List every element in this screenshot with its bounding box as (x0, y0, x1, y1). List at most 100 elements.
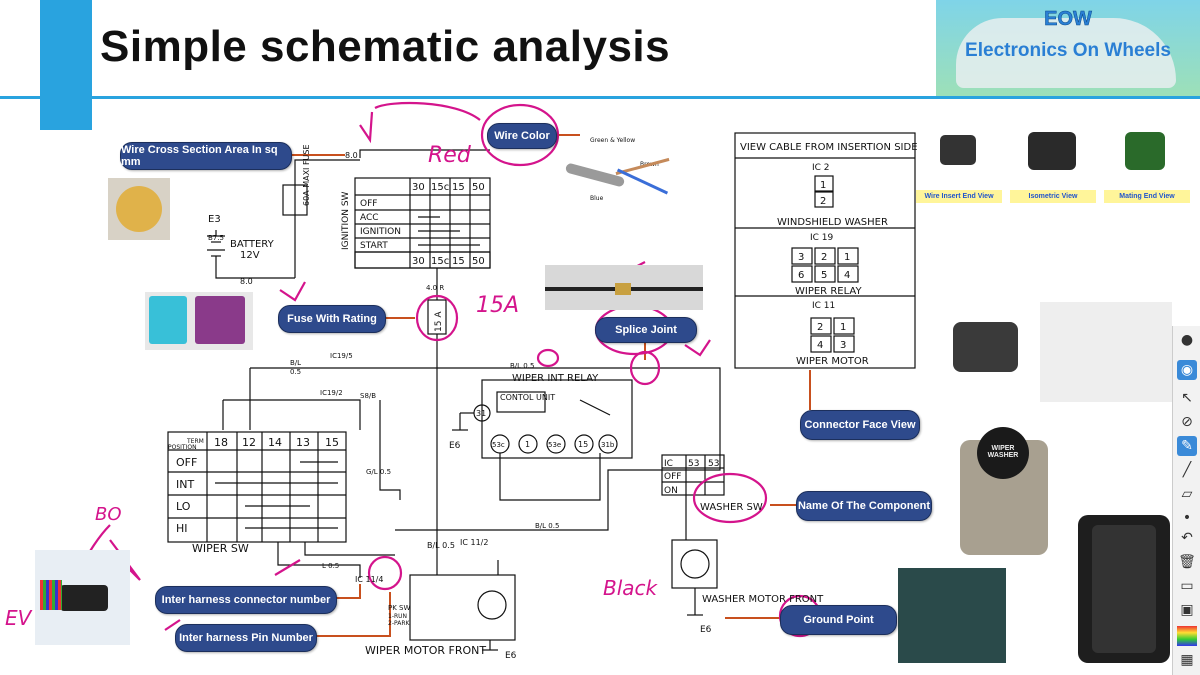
ign-pos-off: OFF (360, 199, 377, 209)
dot-icon[interactable]: • (1182, 510, 1192, 526)
wire-photo (560, 135, 680, 220)
ign-term-30: 30 (412, 182, 425, 193)
ic11-pin-2: 2 (817, 322, 823, 333)
ic11-pin-3: 3 (840, 340, 846, 351)
washer-term-53a: 53 (688, 459, 699, 469)
ic2-name: WINDSHIELD WASHER (777, 217, 888, 228)
pk-pos-2: 2-PARK (388, 620, 410, 627)
callout-inter-harness-pin-number: Inter harness Pin Number (175, 624, 317, 652)
wire-cross-section-photo (108, 178, 170, 240)
relay-pin-53e: 53e (548, 441, 561, 449)
line-icon[interactable]: ╱ (1182, 462, 1192, 478)
ignition-sw-label: IGNITION SW (341, 191, 351, 250)
relay-pin-15: 15 (578, 440, 588, 449)
connector-wire-insert-end (935, 120, 980, 170)
wiper-pos-off: OFF (176, 456, 197, 469)
svg-text:IC: IC (664, 459, 673, 469)
cursor-icon[interactable]: ↖ (1181, 390, 1193, 406)
washer-motor-label: WASHER MOTOR FRONT (702, 594, 824, 605)
callout-fuse-with-rating: Fuse With Rating (278, 305, 386, 333)
ign-term-50-b: 50 (472, 256, 485, 267)
svg-text:B/L 0.5: B/L 0.5 (510, 362, 534, 370)
relay-pin-31b: 31b (601, 441, 615, 449)
washer-motor-ground: E6 (700, 625, 712, 635)
wiper-motor-ground: E6 (505, 651, 517, 661)
svg-text:G/L 0.5: G/L 0.5 (366, 468, 391, 476)
svg-text:IC19/5: IC19/5 (330, 352, 353, 360)
wire-label-green-yellow: Green & Yellow (590, 137, 635, 144)
wiper-motor-label: WIPER MOTOR FRONT (365, 644, 486, 657)
ic11-pin-4: 4 (817, 340, 823, 351)
ic11-name: WIPER MOTOR (796, 356, 869, 367)
ic2-pin-1: 1 (820, 180, 826, 191)
whiteboard-icon[interactable]: ▭ (1180, 578, 1194, 594)
handwritten-15a: 15A (476, 293, 519, 318)
ign-term-15: 15 (452, 182, 465, 193)
relay-pin-53c: 53c (492, 441, 505, 449)
svg-text:IC 11/4: IC 11/4 (355, 575, 383, 584)
svg-text:8.0: 8.0 (240, 277, 253, 286)
ic2-pin-2: 2 (820, 196, 826, 207)
handwritten-bo: BO (95, 504, 122, 525)
handwritten-black: Black (603, 576, 659, 600)
splice-joint-photo (545, 265, 703, 310)
washer-term-53b: 53 (708, 459, 719, 469)
ic19-pin-2: 2 (821, 252, 827, 263)
callout-inter-harness-connector-number: Inter harness connector number (155, 586, 337, 614)
callout-ground-point: Ground Point (780, 605, 897, 635)
undo-icon[interactable]: ↶ (1181, 530, 1193, 546)
svg-text:E6: E6 (449, 441, 461, 451)
ic19-pin-5: 5 (821, 270, 827, 281)
title-accent-bar (40, 0, 92, 130)
handwritten-ev: EV (5, 606, 33, 630)
color-palette-icon[interactable] (1177, 626, 1197, 646)
grid-icon[interactable]: ▦ (1180, 652, 1194, 668)
callout-connector-face-view: Connector Face View (800, 410, 920, 440)
eow-logo: EOW Electronics On Wheels (936, 0, 1200, 96)
wiper-term-15: 15 (325, 436, 339, 449)
eye-icon[interactable]: ◉ (1177, 360, 1197, 380)
wiper-pos-hi: HI (176, 522, 188, 535)
callout-name-of-component: Name Of The Component (796, 491, 932, 521)
fuse-wire-label: 4.0 R (426, 284, 444, 292)
callout-splice-joint: Splice Joint (595, 317, 697, 343)
trash-icon[interactable]: 🗑 (1178, 554, 1196, 570)
callout-wire-color: Wire Color (487, 123, 557, 149)
battery-voltage: 12V (240, 250, 260, 261)
ic11-pin-1: 1 (840, 322, 846, 333)
ic19-pin-4: 4 (844, 270, 850, 281)
handwritten-red: Red (428, 143, 472, 168)
ign-term-50: 50 (472, 182, 485, 193)
svg-text:IC19/2: IC19/2 (320, 389, 343, 397)
wiper-term-18: 18 (214, 436, 228, 449)
wiper-motor-photo (898, 568, 1006, 663)
screenshot-icon[interactable]: ▣ (1180, 602, 1194, 618)
ign-term-15c-b: 15c (431, 256, 449, 267)
connector-mating-end (1120, 120, 1170, 175)
svg-text:IC 11/2: IC 11/2 (460, 538, 488, 547)
terminals-photo (1040, 302, 1172, 402)
svg-text:B7.5: B7.5 (208, 234, 224, 242)
logo-line-1: EOW (1044, 8, 1092, 31)
page-title: Simple schematic analysis (100, 22, 671, 71)
wire-label-blue: Blue (590, 195, 604, 202)
pigtail-connector-photo (923, 302, 1038, 402)
eraser-icon[interactable]: ▱ (1181, 486, 1193, 502)
label-mating-end: Mating End View (1104, 190, 1190, 203)
washer-pos-on: ON (664, 486, 678, 496)
label-isometric: Isometric View (1010, 190, 1096, 203)
hide-icon[interactable]: ⊘ (1181, 414, 1193, 430)
car-silhouette (956, 18, 1176, 88)
wiper-term-header: TERM (186, 438, 204, 445)
ic11-label: IC 11 (812, 301, 835, 311)
washer-sw-label: WASHER SW (700, 502, 763, 513)
svg-text:B/L 0.5: B/L 0.5 (427, 541, 455, 550)
highlighter-icon[interactable]: ✎ (1177, 436, 1197, 456)
rocker-switch-photo (1078, 515, 1170, 663)
connector-view-title: VIEW CABLE FROM INSERTION SIDE (740, 142, 918, 153)
fuse-photo (145, 292, 253, 350)
ic19-pin-6: 6 (798, 270, 804, 281)
pen-tip-icon[interactable]: ● (1180, 332, 1194, 348)
logo-line-2: Electronics On Wheels (965, 40, 1171, 61)
